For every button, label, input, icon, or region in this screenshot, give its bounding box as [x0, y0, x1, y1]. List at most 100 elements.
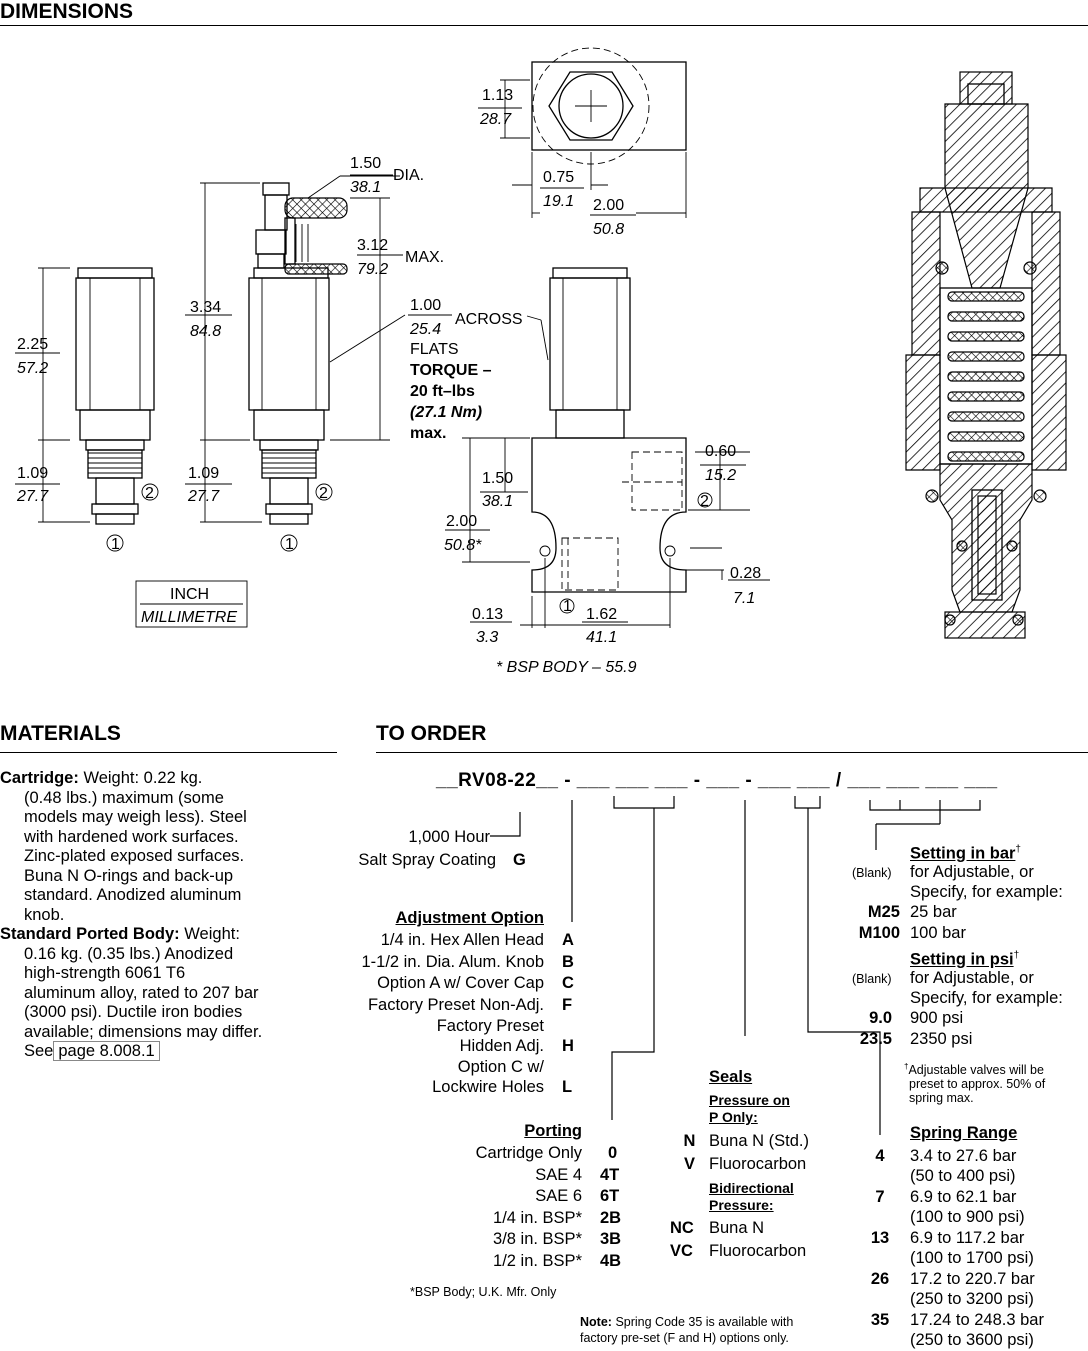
adjustable-footnote-3: spring max.: [909, 1091, 974, 1106]
dim-max-label: MAX.: [405, 249, 444, 266]
torque-line-2: 20 ft–lbs: [410, 383, 475, 400]
dim-25-4: 25.4: [409, 321, 441, 338]
port-2-label-c: 2: [700, 493, 709, 510]
porting-label-5: 1/2 in. BSP*: [493, 1251, 582, 1270]
seal-p-code-0: N: [683, 1132, 696, 1150]
adjust-label-5: Hidden Adj.: [459, 1036, 544, 1055]
spring-range-psi-1: (100 to 900 psi): [910, 1207, 1025, 1226]
section-rule-materials: [0, 752, 337, 753]
adjust-label-7: Lockwire Holes: [432, 1077, 544, 1096]
body-line-3: aluminum alloy, rated to 207 bar: [24, 983, 259, 1002]
section-rule-to-order: [376, 752, 1088, 753]
spring-code-4: 35: [870, 1311, 890, 1329]
torque-line-3: (27.1 Nm): [410, 404, 482, 421]
adjust-code-2: C: [562, 974, 574, 992]
note-label: Note:: [580, 1315, 612, 1329]
spring-code-0: 4: [875, 1147, 885, 1165]
spring-range-bar-4: 17.24 to 248.3 bar: [910, 1311, 1044, 1329]
cartridge-line-3: with hardened work surfaces.: [24, 827, 239, 846]
porting-label-0: Cartridge Only: [475, 1144, 582, 1162]
spring-title: Spring Range: [910, 1124, 1018, 1142]
adjust-code-7: L: [562, 1077, 573, 1096]
torque-line-1: TORQUE –: [410, 362, 492, 379]
dim-1-00: 1.00: [410, 297, 441, 314]
dim-3-12: 3.12: [357, 237, 388, 254]
psi-title: Setting in psi†: [910, 946, 1019, 970]
spring-range-psi-2: (100 to 1700 psi): [910, 1248, 1034, 1267]
salt-spray-line-1: 1,000 Hour: [408, 828, 490, 846]
spring-code-3: 26: [870, 1270, 890, 1288]
adjust-label-6: Option C w/: [457, 1058, 544, 1076]
psi-title-dagger: †: [1013, 950, 1020, 961]
unit-legend-millimetre: MILLIMETRE: [141, 609, 237, 626]
bar-adjust-line-1: for Adjustable, or: [910, 863, 1034, 881]
adjust-code-3: F: [562, 995, 573, 1014]
body-label: Standard Ported Body:: [0, 925, 180, 943]
dim-1-09-b: 1.09: [188, 465, 219, 482]
torque-line-4: max.: [410, 425, 446, 442]
order-leader-lines: [490, 796, 981, 1135]
spring-note: Note: Spring Code 35 is available with f…: [580, 1314, 793, 1346]
adjust-label-0: 1/4 in. Hex Allen Head: [380, 931, 544, 949]
bar-ex-label-1: 100 bar: [910, 923, 966, 942]
spring-range-bar-3: 17.2 to 220.7 bar: [910, 1270, 1035, 1288]
bar-title-dagger: †: [1015, 844, 1021, 855]
seals-b-title-1: Bidirectional: [709, 1180, 794, 1196]
dim-0-75: 0.75: [543, 169, 574, 186]
dim-3-34: 3.34: [190, 299, 221, 316]
porting-label-4: 3/8 in. BSP*: [493, 1230, 582, 1248]
psi-ex-label-1: 2350 psi: [910, 1029, 973, 1048]
cartridge-line-1: (0.48 lbs.) maximum (some: [24, 788, 224, 807]
dim-50-8-body: 50.8*: [444, 537, 482, 554]
spring-range-bar-2: 6.9 to 117.2 bar: [910, 1229, 1025, 1247]
cartridge-line-6: standard. Anodized aluminum: [24, 886, 242, 904]
psi-adjust-line-1: for Adjustable, or: [910, 969, 1034, 987]
bar-ex-label-0: 25 bar: [910, 903, 957, 921]
seal-p-label-1: Fluorocarbon: [709, 1154, 807, 1173]
psi-blank-code: (Blank): [852, 972, 892, 986]
seal-b-code-1: VC: [670, 1241, 693, 1260]
spring-range-bar-1: 6.9 to 62.1 bar: [910, 1188, 1017, 1206]
psi-adjust-line-2: Specify, for example:: [910, 988, 1063, 1007]
dim-15-2: 15.2: [705, 467, 736, 484]
spring-code-2: 13: [870, 1229, 890, 1247]
section-title-dimensions: DIMENSIONS: [0, 0, 134, 23]
port-1-label-a: 1: [111, 536, 120, 553]
dim-1-09-a: 1.09: [17, 465, 48, 482]
footnote-dagger: †: [904, 1062, 909, 1071]
body-line-1: 0.16 kg. (0.35 lbs.) Anodized: [24, 944, 234, 963]
bsp-footnote: *BSP Body; U.K. Mfr. Only: [410, 1285, 557, 1299]
section-title-materials: MATERIALS: [0, 722, 121, 745]
section-rule-dimensions: [0, 25, 1088, 26]
note-text-1: Spring Code 35 is available with: [615, 1315, 794, 1329]
page-link[interactable]: page 8.008.1: [53, 1041, 160, 1061]
dim-2-25: 2.25: [17, 336, 48, 353]
port-2-label-a: 2: [145, 485, 154, 502]
port-1-label-b: 1: [285, 536, 294, 553]
dim-1-62: 1.62: [586, 606, 617, 623]
cartridge-line-2: models may weigh less). Steel: [24, 808, 247, 826]
dim-41-1: 41.1: [586, 629, 617, 646]
adjustable-footnote-2: preset to approx. 50% of: [909, 1077, 1046, 1092]
salt-spray-line-2: Salt Spray Coating: [358, 851, 496, 869]
seals-p-title-2: P Only:: [709, 1109, 758, 1125]
seals-p-title-1: Pressure on: [709, 1092, 790, 1108]
porting-code-1: 4T: [600, 1165, 620, 1184]
adjustable-footnote: †Adjustable valves will be preset to app…: [904, 1060, 1045, 1105]
cartridge-line-4: Zinc-plated exposed surfaces.: [24, 847, 245, 865]
adjustment-title: Adjustment Option: [395, 909, 544, 927]
porting-code-4: 3B: [600, 1230, 622, 1248]
dim-27-7-b: 27.7: [187, 488, 220, 505]
seal-b-label-0: Buna N: [709, 1219, 765, 1237]
porting-label-2: SAE 6: [535, 1187, 582, 1205]
bar-adjust-line-2: Specify, for example:: [910, 882, 1063, 901]
port-1-label-c: 1: [563, 598, 572, 615]
cartridge-label: Cartridge:: [0, 769, 79, 787]
